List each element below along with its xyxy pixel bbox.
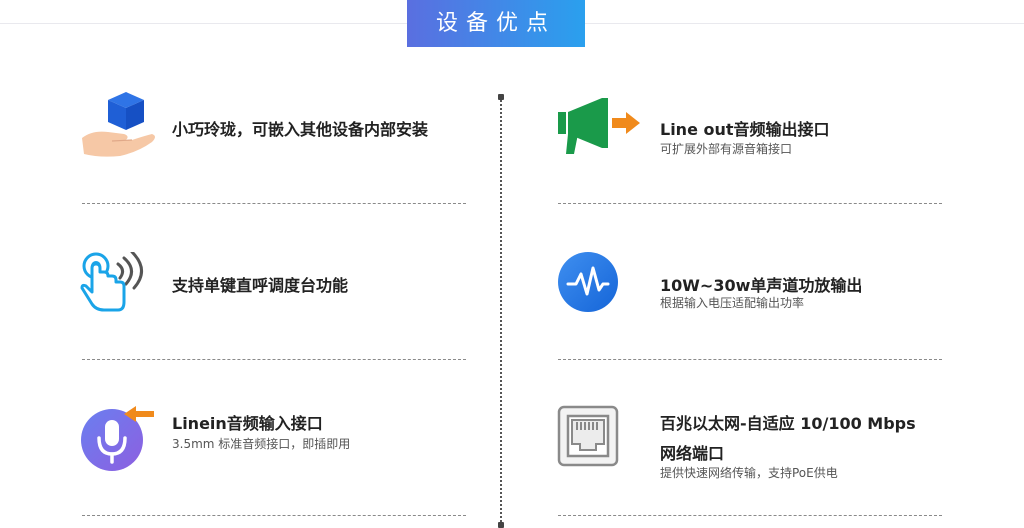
feature-title: 小巧玲珑，可嵌入其他设备内部安装 xyxy=(172,120,429,139)
audio-wave-icon xyxy=(558,252,618,312)
feature-subtitle: 可扩展外部有源音箱接口 xyxy=(660,142,793,156)
feature-title-line2: 网络端口 xyxy=(660,444,725,463)
feature-title: Linein音频输入接口 xyxy=(172,414,323,433)
ethernet-port-icon xyxy=(557,405,619,467)
center-divider xyxy=(498,94,504,528)
box-on-hand-icon xyxy=(82,92,155,157)
feature-subtitle: 3.5mm 标准音频接口，即插即用 xyxy=(172,437,351,451)
megaphone-icon xyxy=(558,98,640,154)
row-divider xyxy=(82,515,466,516)
feature-title: Line out音频输出接口 xyxy=(660,120,830,139)
microphone-icon xyxy=(81,406,154,471)
page-title: 设备优点 xyxy=(407,0,585,47)
feature-subtitle: 提供快速网络传输，支持PoE供电 xyxy=(660,466,838,480)
feature-title: 10W~30w单声道功放输出 xyxy=(660,276,863,295)
touch-call-icon xyxy=(80,252,143,312)
row-divider xyxy=(82,203,466,204)
row-divider xyxy=(558,515,942,516)
row-divider xyxy=(82,359,466,360)
feature-subtitle: 根据输入电压适配输出功率 xyxy=(660,296,805,310)
row-divider xyxy=(558,203,942,204)
feature-title: 百兆以太网-自适应 10/100 Mbps xyxy=(660,414,916,433)
row-divider xyxy=(558,359,942,360)
feature-title: 支持单键直呼调度台功能 xyxy=(172,276,349,295)
